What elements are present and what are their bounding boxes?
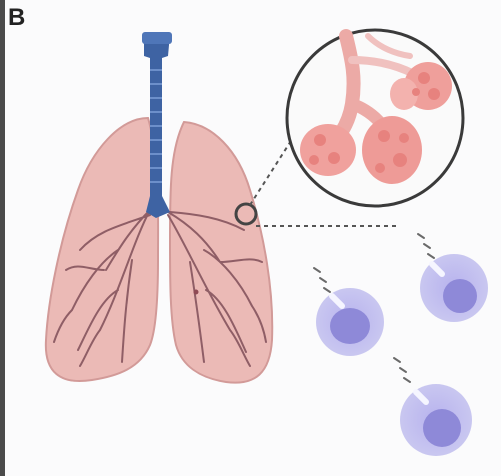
left-lung bbox=[46, 118, 158, 381]
immune-cell-icon bbox=[400, 384, 472, 456]
immune-cell-icon bbox=[420, 254, 488, 322]
alveoli-zoom-callout bbox=[287, 30, 463, 206]
right-lung bbox=[168, 122, 272, 383]
immune-cell-icon bbox=[316, 288, 384, 356]
